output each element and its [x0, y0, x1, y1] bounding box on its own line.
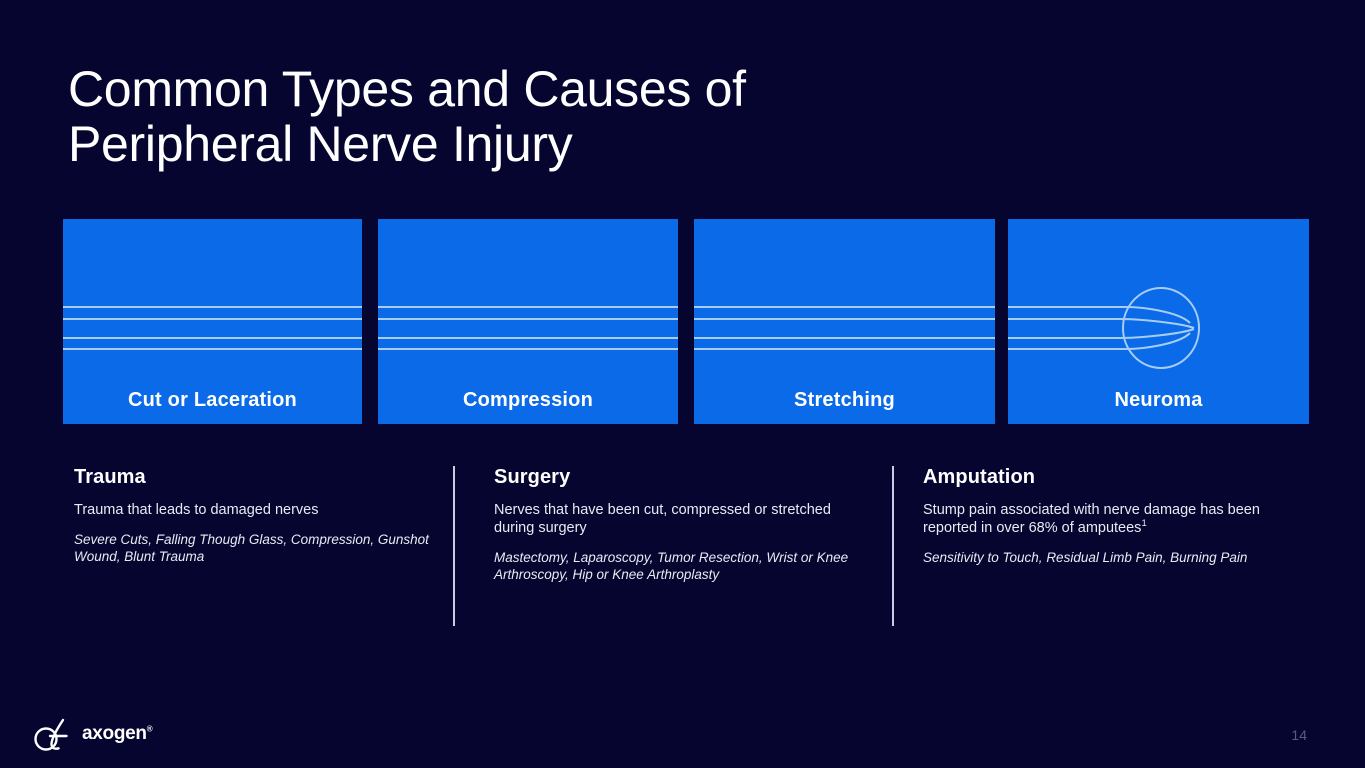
axogen-mark-icon	[34, 718, 68, 751]
cause-column-trauma: Trauma Trauma that leads to damaged nerv…	[74, 466, 434, 565]
cause-heading: Trauma	[74, 466, 146, 488]
cause-column-amputation: Amputation Stump pain associated with ne…	[923, 466, 1298, 566]
column-divider	[453, 466, 455, 626]
axogen-wordmark-text: axogen	[82, 723, 147, 744]
nerve-fiber-line	[63, 306, 362, 308]
nerve-fiber-line	[378, 348, 678, 350]
injury-card-cut-or-laceration[interactable]: Cut or Laceration	[63, 219, 362, 424]
cause-examples: Severe Cuts, Falling Though Glass, Compr…	[74, 532, 429, 564]
nerve-fiber-line	[63, 337, 362, 339]
cause-heading: Surgery	[494, 466, 571, 488]
neuroma-nerve-bulb-icon	[1008, 287, 1200, 369]
nerve-fiber-line	[694, 348, 995, 350]
nerve-fiber-line	[378, 337, 678, 339]
cause-description-text: Stump pain associated with nerve damage …	[923, 502, 1260, 536]
cause-description: Nerves that have been cut, compressed or…	[494, 502, 831, 536]
cause-column-surgery: Surgery Nerves that have been cut, compr…	[494, 466, 869, 583]
column-divider	[892, 466, 894, 626]
axogen-logo: axogen®	[33, 716, 153, 752]
nerve-fiber-line	[694, 318, 995, 320]
page-title: Common Types and Causes of Peripheral Ne…	[68, 60, 746, 172]
injury-card-label: Compression	[462, 389, 593, 411]
cause-columns: Trauma Trauma that leads to damaged nerv…	[0, 466, 1365, 631]
nerve-fiber-line	[378, 318, 678, 320]
axogen-wordmark: axogen®	[82, 723, 153, 745]
nerve-fiber-line	[63, 348, 362, 350]
nerve-fiber-line	[63, 318, 362, 320]
registered-trademark-icon: ®	[146, 724, 153, 734]
cause-heading: Amputation	[923, 466, 1036, 488]
page-number: 14	[1291, 727, 1307, 743]
cause-description: Trauma that leads to damaged nerves	[74, 502, 319, 518]
injury-card-compression[interactable]: Compression	[378, 219, 678, 424]
cause-examples: Mastectomy, Laparoscopy, Tumor Resection…	[494, 550, 849, 582]
injury-card-label: Stretching	[794, 389, 895, 411]
nerve-fiber-line	[694, 337, 995, 339]
injury-card-label: Neuroma	[1114, 389, 1203, 411]
nerve-fiber-line	[378, 306, 678, 308]
injury-type-card-row: Cut or Laceration Compression Stretching	[63, 219, 1309, 424]
injury-card-label: Cut or Laceration	[128, 389, 297, 411]
cause-examples: Sensitivity to Touch, Residual Limb Pain…	[923, 550, 1248, 565]
injury-card-neuroma[interactable]: Neuroma	[1008, 219, 1309, 424]
cause-description: Stump pain associated with nerve damage …	[923, 501, 1298, 537]
footnote-marker: 1	[1141, 518, 1147, 530]
injury-card-stretching[interactable]: Stretching	[694, 219, 995, 424]
nerve-fiber-line	[694, 306, 995, 308]
